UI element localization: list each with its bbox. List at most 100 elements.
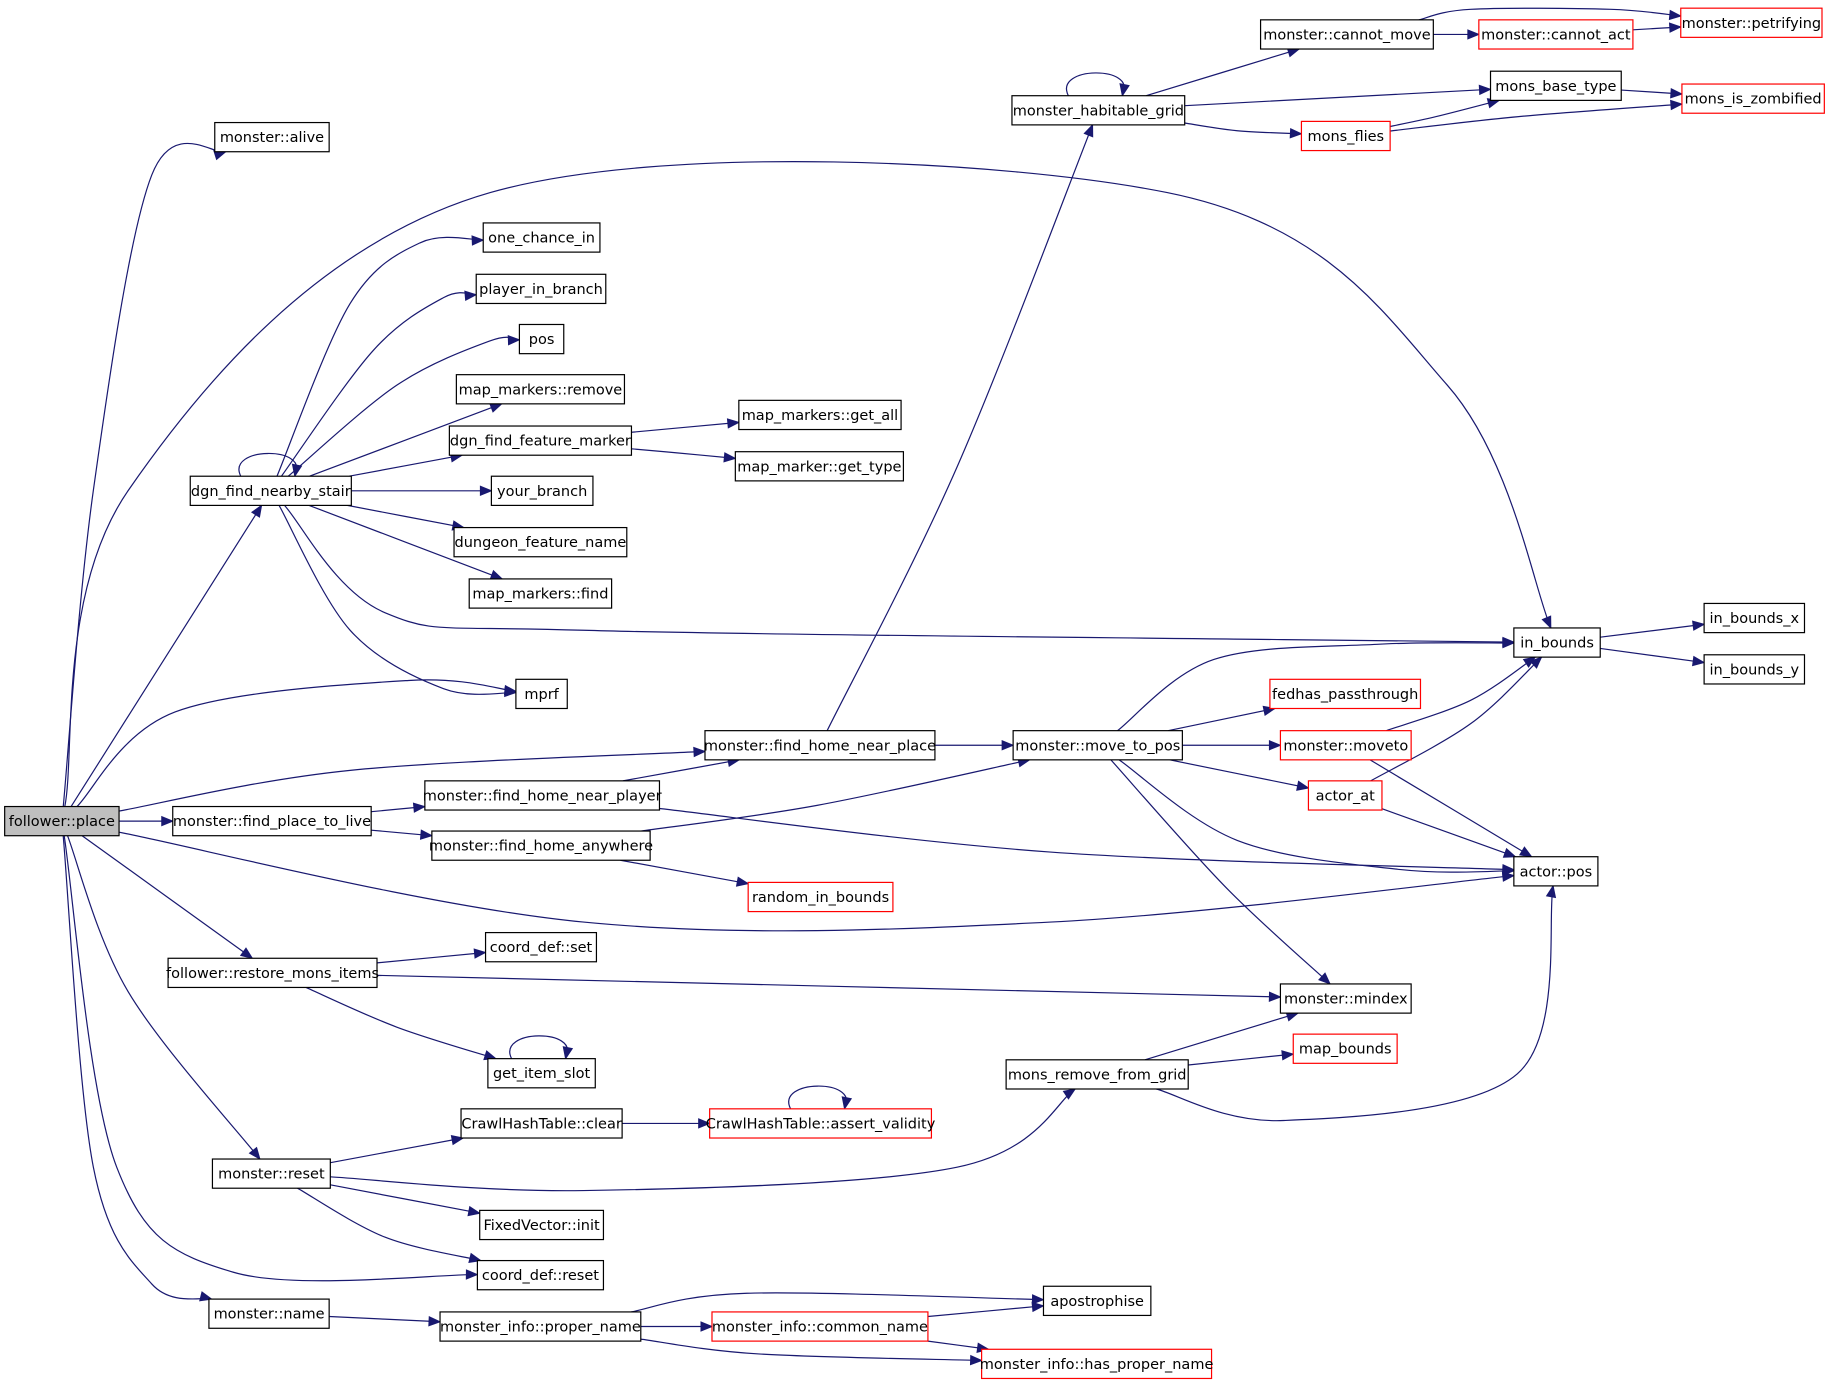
node-monster-info-has-proper-name[interactable]: monster_info::has_proper_name xyxy=(980,1348,1214,1380)
edge-monster_habitable_grid-to-mons_flies xyxy=(1184,122,1303,139)
edge-line xyxy=(509,1035,568,1059)
edge-line xyxy=(1188,1053,1294,1066)
edge-monster_find_home_near_player-to-monster_find_home_near_place xyxy=(622,756,741,782)
node-box xyxy=(189,475,352,506)
node-dungeon-feature-name[interactable]: dungeon_feature_name xyxy=(453,526,628,558)
node-box xyxy=(1300,120,1391,152)
arrowhead-icon xyxy=(1545,884,1557,899)
node-label: monster_info::proper_name xyxy=(440,1320,641,1336)
node-follower-restore-mons-items[interactable]: follower::restore_mons_items xyxy=(166,957,379,989)
node-monster-reset[interactable]: monster::reset xyxy=(211,1158,331,1189)
edge-monster_reset-to-crawlhashtable_clear xyxy=(330,1134,465,1164)
node-label: monster::petrifying xyxy=(1682,16,1821,32)
node-box xyxy=(172,805,372,837)
node-monster-moveto[interactable]: monster::moveto xyxy=(1279,730,1412,761)
node-box xyxy=(1279,730,1412,761)
edge-line xyxy=(64,161,1552,807)
node-label: dungeon_feature_name xyxy=(455,535,627,551)
node-monster-find-home-anywhere[interactable]: monster::find_home_anywhere xyxy=(429,830,653,861)
node-map-marker-get-type[interactable]: map_marker::get_type xyxy=(734,451,905,482)
node-map-markers-find[interactable]: map_markers::find xyxy=(468,578,613,609)
node-map-markers-remove[interactable]: map_markers::remove xyxy=(455,374,626,405)
node-label: actor::pos xyxy=(1520,864,1593,880)
edge-monster_find_home_anywhere-to-monster_move_to_pos xyxy=(640,757,1031,832)
node-box xyxy=(1489,70,1622,101)
node-monster-cannot-move[interactable]: monster::cannot_move xyxy=(1259,19,1434,50)
edge-monster_find_home_near_player-to-actor_pos xyxy=(659,807,1516,875)
edge-line xyxy=(1600,623,1705,638)
node-fedhas-passthrough[interactable]: fedhas_passthrough xyxy=(1269,678,1422,710)
node-actor-at[interactable]: actor_at xyxy=(1307,780,1383,811)
arrowhead-icon xyxy=(1478,84,1492,96)
node-label: monster::mindex xyxy=(1284,992,1408,1008)
arrowhead-icon xyxy=(1001,740,1015,751)
edge-line xyxy=(118,750,706,812)
node-monster-find-home-near-player[interactable]: monster::find_home_near_player xyxy=(423,780,662,811)
node-in-bounds-y[interactable]: in_bounds_y xyxy=(1703,654,1806,685)
node-your-branch[interactable]: your_branch xyxy=(490,475,594,506)
node-pos[interactable]: pos xyxy=(518,323,565,355)
node-box xyxy=(1478,19,1634,50)
node-dgn-find-nearby-stair[interactable]: dgn_find_nearby_stair xyxy=(189,475,352,506)
node-one-chance-in[interactable]: one_chance_in xyxy=(482,222,601,253)
node-in-bounds-x[interactable]: in_bounds_x xyxy=(1703,602,1806,634)
edge-line xyxy=(1381,808,1516,858)
node-box xyxy=(1681,83,1825,114)
edge-monster_info_common_name-to-apostrophise xyxy=(927,1301,1045,1318)
node-box xyxy=(1292,1033,1398,1064)
node-mprf[interactable]: mprf xyxy=(515,678,568,710)
edge-line xyxy=(70,505,263,807)
node-monster-habitable-grid[interactable]: monster_habitable_grid xyxy=(1011,95,1186,126)
edge-monster_cannot_act-to-monster_petrifying xyxy=(1632,22,1683,33)
node-monster-name[interactable]: monster::name xyxy=(208,1298,330,1329)
edge-follower_place-to-monster_find_home_near_place xyxy=(118,746,707,812)
node-follower-place[interactable]: follower::place xyxy=(4,805,120,837)
node-monster-alive[interactable]: monster::alive xyxy=(214,121,330,153)
node-crawlhashtable-assert-validity[interactable]: CrawlHashTable::assert_validity xyxy=(706,1108,936,1139)
node-box xyxy=(1513,627,1601,658)
node-monster-info-common-name[interactable]: monster_info::common_name xyxy=(711,1311,929,1342)
node-box xyxy=(704,730,936,761)
node-map-bounds[interactable]: map_bounds xyxy=(1292,1033,1398,1064)
node-in-bounds[interactable]: in_bounds xyxy=(1513,627,1601,658)
edge-line xyxy=(631,421,739,433)
arrowhead-icon xyxy=(473,948,487,959)
edge-follower_place-to-coord_def_reset xyxy=(63,835,479,1282)
arrowhead-icon xyxy=(693,746,707,758)
node-get-item-slot[interactable]: get_item_slot xyxy=(487,1058,596,1089)
node-label: monster_info::common_name xyxy=(712,1320,928,1336)
node-mons-base-type[interactable]: mons_base_type xyxy=(1489,70,1622,101)
node-monster-find-home-near-place[interactable]: monster::find_home_near_place xyxy=(704,730,936,761)
node-actor-pos[interactable]: actor::pos xyxy=(1513,856,1599,887)
node-monster-mindex[interactable]: monster::mindex xyxy=(1279,983,1412,1014)
node-fixedvector-init[interactable]: FixedVector::init xyxy=(479,1209,605,1241)
node-label: monster_habitable_grid xyxy=(1013,103,1184,119)
node-map-markers-get-all[interactable]: map_markers::get_all xyxy=(738,399,902,431)
arrowhead-icon xyxy=(291,463,303,478)
node-label: monster::cannot_act xyxy=(1481,27,1631,43)
edge-line xyxy=(1156,885,1554,1122)
node-monster-find-place-to-live[interactable]: monster::find_place_to_live xyxy=(172,805,372,837)
node-coord-def-reset[interactable]: coord_def::reset xyxy=(476,1259,605,1291)
node-box xyxy=(1042,1285,1152,1317)
node-player-in-branch[interactable]: player_in_branch xyxy=(475,273,607,305)
arrowhead-icon xyxy=(1502,637,1516,649)
edge-in_bounds-to-in_bounds_y xyxy=(1600,647,1706,667)
node-crawlhashtable-clear[interactable]: CrawlHashTable::clear xyxy=(460,1108,623,1139)
node-mons-is-zombified[interactable]: mons_is_zombified xyxy=(1681,83,1825,114)
node-dgn-find-feature-marker[interactable]: dgn_find_feature_marker xyxy=(448,425,633,456)
node-monster-cannot-act[interactable]: monster::cannot_act xyxy=(1478,19,1634,50)
node-coord-def-set[interactable]: coord_def::set xyxy=(484,931,598,963)
node-monster-info-proper-name[interactable]: monster_info::proper_name xyxy=(439,1311,642,1342)
node-monster-move-to-pos[interactable]: monster::move_to_pos xyxy=(1012,730,1183,761)
node-box xyxy=(460,1108,623,1139)
node-mons-remove-from-grid[interactable]: mons_remove_from_grid xyxy=(1005,1059,1189,1090)
arrowhead-icon xyxy=(467,1205,482,1217)
node-apostrophise[interactable]: apostrophise xyxy=(1042,1285,1152,1317)
arrowhead-icon xyxy=(726,418,741,429)
arrowhead-icon xyxy=(1529,656,1543,669)
node-box xyxy=(1307,780,1383,811)
node-monster-petrifying[interactable]: monster::petrifying xyxy=(1680,7,1823,38)
node-random-in-bounds[interactable]: random_in_bounds xyxy=(747,881,894,913)
node-mons-flies[interactable]: mons_flies xyxy=(1300,120,1391,152)
